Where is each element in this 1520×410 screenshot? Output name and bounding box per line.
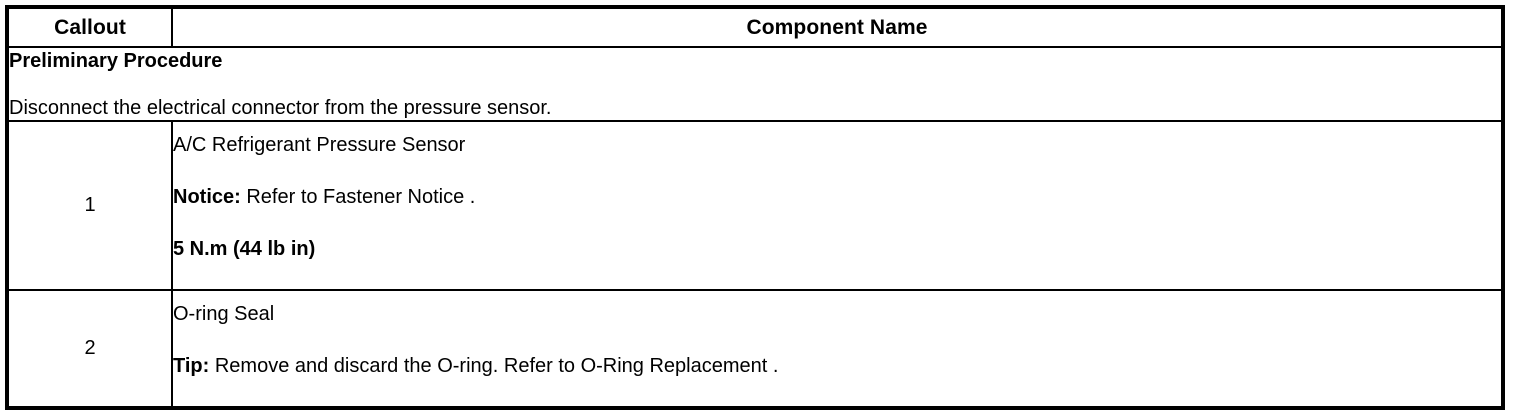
table-header-row: Callout Component Name [6,6,1504,48]
preliminary-procedure-cell: Preliminary Procedure Disconnect the ele… [6,46,1504,122]
component-detail-cell-2: O-ring Seal Tip: Remove and discard the … [171,289,1504,409]
tip-text: Remove and discard the O-ring. Refer to … [209,355,779,377]
notice-label: Notice: [173,186,241,208]
component-notice-1: Notice: Refer to Fastener Notice . [173,185,1501,210]
preliminary-procedure-step: Disconnect the electrical connector from… [9,97,552,119]
component-callout-table: Callout Component Name Preliminary Proce… [5,5,1505,410]
component-name-2: O-ring Seal [173,303,275,325]
table-row: 1 A/C Refrigerant Pressure Sensor Notice… [6,120,1504,291]
callout-number-1: 1 [6,120,173,291]
callout-number-2: 2 [6,289,173,409]
preliminary-procedure-title: Preliminary Procedure [9,50,223,72]
torque-spec-1: 5 N.m (44 lb in) [173,238,316,260]
component-name-1: A/C Refrigerant Pressure Sensor [173,134,466,156]
component-tip-2: Tip: Remove and discard the O-ring. Refe… [173,354,1501,379]
preliminary-procedure-row: Preliminary Procedure Disconnect the ele… [6,46,1504,122]
component-detail-cell-1: A/C Refrigerant Pressure Sensor Notice: … [171,120,1504,291]
tip-label: Tip: [173,355,210,377]
column-header-callout: Callout [6,6,173,48]
notice-text: Refer to Fastener Notice . [240,186,476,208]
column-header-component-name: Component Name [171,6,1504,48]
table-row: 2 O-ring Seal Tip: Remove and discard th… [6,289,1504,409]
